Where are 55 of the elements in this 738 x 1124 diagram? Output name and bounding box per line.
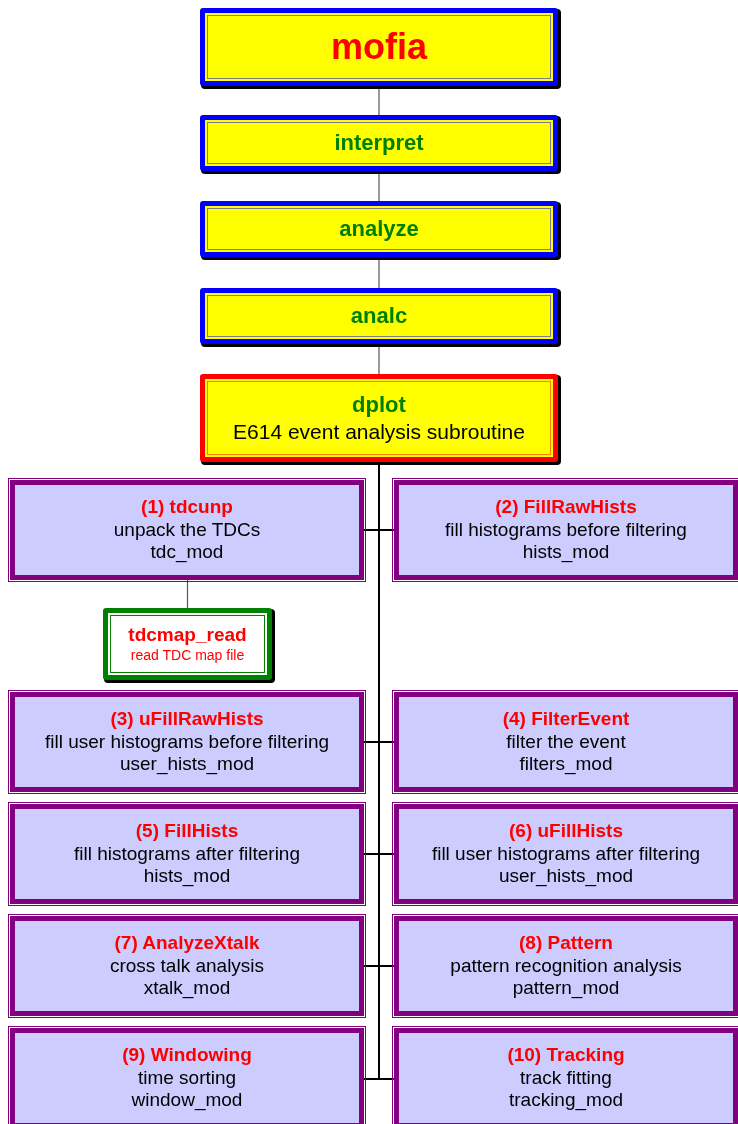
routine-box bbox=[394, 916, 738, 1016]
module-name: tdc_mod bbox=[150, 541, 224, 565]
routine-title: (6) uFillHists bbox=[509, 819, 623, 843]
routine-description: time sorting bbox=[137, 1066, 237, 1090]
routine-description: unpack the TDCs bbox=[113, 518, 261, 542]
routine-title: (2) FillRawHists bbox=[495, 495, 637, 519]
module-name: xtalk_mod bbox=[143, 977, 231, 1001]
routine-box bbox=[394, 804, 738, 904]
routine-title: (9) Windowing bbox=[122, 1043, 252, 1067]
routine-title: (5) FillHists bbox=[135, 819, 239, 843]
routine-box bbox=[10, 480, 364, 580]
module-name: window_mod bbox=[131, 1089, 243, 1113]
routine-title: (8) Pattern bbox=[519, 931, 613, 955]
routine-title: analc bbox=[350, 302, 408, 330]
module-name: tracking_mod bbox=[508, 1089, 624, 1113]
routine-title: (4) FilterEvent bbox=[502, 707, 630, 731]
routine-description: fill histograms after filtering bbox=[74, 842, 300, 866]
routine-description: filter the event bbox=[506, 730, 626, 754]
routine-description: cross talk analysis bbox=[109, 954, 265, 978]
routine-description: track fitting bbox=[520, 1066, 612, 1090]
module-name: user_hists_mod bbox=[498, 865, 634, 889]
routine-description: pattern recognition analysis bbox=[450, 954, 682, 978]
routine-title: tdcmap_read bbox=[128, 624, 247, 647]
routine-description: fill user histograms before filtering bbox=[44, 730, 330, 754]
module-name: hists_mod bbox=[143, 865, 231, 889]
routine-box bbox=[200, 201, 558, 257]
routine-box bbox=[394, 480, 738, 580]
routine-title: mofia bbox=[331, 25, 427, 69]
connector-line bbox=[186, 579, 189, 609]
routine-description: E614 event analysis subroutine bbox=[233, 418, 525, 444]
routine-title: (1) tdcunp bbox=[141, 495, 233, 519]
routine-box bbox=[200, 115, 558, 171]
routine-box bbox=[103, 608, 272, 680]
routine-description: read TDC map file bbox=[130, 647, 245, 664]
routine-title: interpret bbox=[334, 129, 424, 157]
routine-box bbox=[10, 692, 364, 792]
routine-box bbox=[200, 8, 558, 86]
routine-title: (10) Tracking bbox=[507, 1043, 625, 1067]
routine-title: (3) uFillRawHists bbox=[110, 707, 264, 731]
routine-box bbox=[200, 288, 558, 344]
routine-box bbox=[394, 692, 738, 792]
routine-title: dplot bbox=[352, 392, 406, 419]
routine-box bbox=[10, 1028, 364, 1124]
module-name: hists_mod bbox=[522, 541, 610, 565]
routine-title: (7) AnalyzeXtalk bbox=[114, 931, 260, 955]
routine-description: fill user histograms after filtering bbox=[431, 842, 701, 866]
routine-box bbox=[394, 1028, 738, 1124]
routine-box bbox=[200, 374, 558, 462]
routine-box bbox=[10, 804, 364, 904]
module-name: filters_mod bbox=[519, 753, 613, 777]
module-name: pattern_mod bbox=[512, 977, 620, 1001]
module-name: user_hists_mod bbox=[119, 753, 255, 777]
routine-box bbox=[10, 916, 364, 1016]
routine-description: fill histograms before filtering bbox=[445, 518, 687, 542]
routine-title: analyze bbox=[339, 215, 419, 243]
